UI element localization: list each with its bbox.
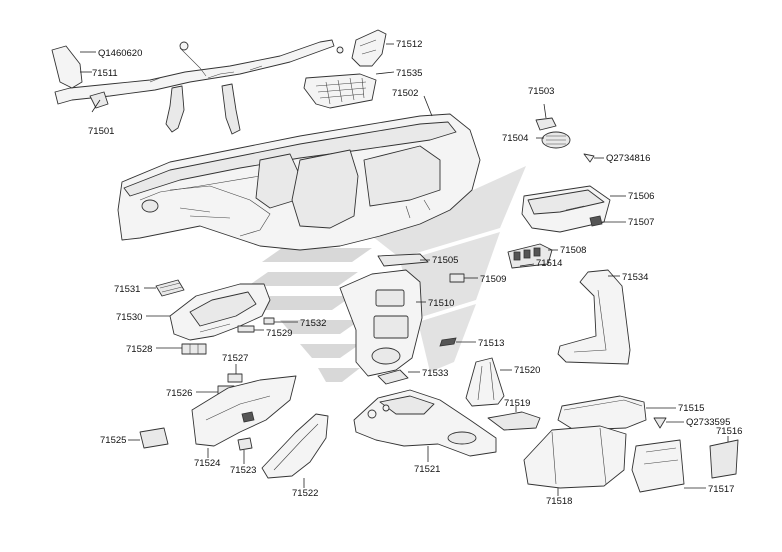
- part-q2734816-clip[interactable]: [583, 153, 595, 163]
- part-71530-cluster-panel[interactable]: [169, 283, 271, 341]
- label-71502: 71502: [392, 88, 418, 99]
- label-71525: 71525: [100, 435, 126, 446]
- label-71535: 71535: [396, 68, 422, 79]
- label-71512: 71512: [396, 39, 422, 50]
- label-71534: 71534: [622, 272, 648, 283]
- label-q2734816: Q2734816: [606, 153, 650, 164]
- part-71517-rear-panel[interactable]: [631, 439, 685, 493]
- label-71517: 71517: [708, 484, 734, 495]
- label-71527: 71527: [222, 353, 248, 364]
- part-71521-floor-console[interactable]: [353, 389, 497, 457]
- part-71515-armrest[interactable]: [557, 395, 647, 431]
- label-71506: 71506: [628, 191, 654, 202]
- label-71532: 71532: [300, 318, 326, 329]
- part-71503-vent-small[interactable]: [535, 117, 557, 131]
- watermark-logo: [248, 166, 526, 382]
- label-71509: 71509: [480, 274, 506, 285]
- label-71507: 71507: [628, 217, 654, 228]
- label-71516: 71516: [716, 426, 742, 437]
- part-71531-side-vent[interactable]: [155, 279, 185, 297]
- label-71513: 71513: [478, 338, 504, 349]
- label-71519: 71519: [504, 398, 530, 409]
- label-71533: 71533: [422, 368, 448, 379]
- label-71514: 71514: [536, 258, 562, 269]
- part-71522-side-trim[interactable]: [261, 413, 329, 479]
- part-71506-glove-box[interactable]: [521, 185, 611, 233]
- part-71512-bracket[interactable]: [351, 29, 387, 67]
- part-71502-dashboard-panel[interactable]: [117, 113, 481, 251]
- label-71505: 71505: [432, 255, 458, 266]
- part-71535-defroster-grille[interactable]: [303, 73, 377, 109]
- part-71513-switch[interactable]: [439, 337, 457, 347]
- label-71501: 71501: [88, 126, 114, 137]
- label-q2733595: Q2733595: [686, 417, 730, 428]
- label-71503: 71503: [528, 86, 554, 97]
- part-71520-shift-boot[interactable]: [465, 357, 505, 407]
- label-71522: 71522: [292, 488, 318, 499]
- label-71511: 71511: [92, 68, 118, 79]
- label-71530: 71530: [116, 312, 142, 323]
- part-71529-switch[interactable]: [237, 325, 255, 333]
- part-71501-crossbeam[interactable]: [51, 39, 344, 135]
- label-71515: 71515: [678, 403, 704, 414]
- part-71519-trim[interactable]: [487, 411, 541, 431]
- part-71523-clip[interactable]: [237, 437, 253, 451]
- part-71532-clip[interactable]: [263, 317, 275, 325]
- label-71508: 71508: [560, 245, 586, 256]
- part-71524-lower-panel[interactable]: [191, 375, 297, 447]
- part-71509-switch[interactable]: [449, 273, 465, 283]
- label-q1460620: Q1460620: [98, 48, 142, 59]
- part-71510-center-panel[interactable]: [339, 269, 423, 377]
- part-71527-switch[interactable]: [227, 373, 243, 383]
- part-71533-bracket[interactable]: [377, 369, 409, 385]
- label-71528: 71528: [126, 344, 152, 355]
- part-q2733595-clip[interactable]: [653, 417, 667, 429]
- part-71507-glove-box-latch[interactable]: [589, 215, 603, 227]
- label-71504: 71504: [502, 133, 528, 144]
- label-71531: 71531: [114, 284, 140, 295]
- label-71520: 71520: [514, 365, 540, 376]
- label-71521: 71521: [414, 464, 440, 475]
- part-71525-coin-tray[interactable]: [139, 427, 169, 449]
- label-71529: 71529: [266, 328, 292, 339]
- part-71516-end-cap[interactable]: [709, 439, 739, 479]
- part-71508-switch-bezel[interactable]: [507, 243, 553, 269]
- label-71523: 71523: [230, 465, 256, 476]
- label-71518: 71518: [546, 496, 572, 507]
- part-71528-switch-block[interactable]: [181, 343, 207, 355]
- label-71524: 71524: [194, 458, 220, 469]
- part-71534-console-side-panel[interactable]: [557, 269, 631, 365]
- part-71518-console-lower-trim[interactable]: [523, 425, 627, 489]
- label-71526: 71526: [166, 388, 192, 399]
- label-71510: 71510: [428, 298, 454, 309]
- part-71505-cover[interactable]: [377, 253, 429, 267]
- part-71504-air-vent[interactable]: [541, 131, 571, 149]
